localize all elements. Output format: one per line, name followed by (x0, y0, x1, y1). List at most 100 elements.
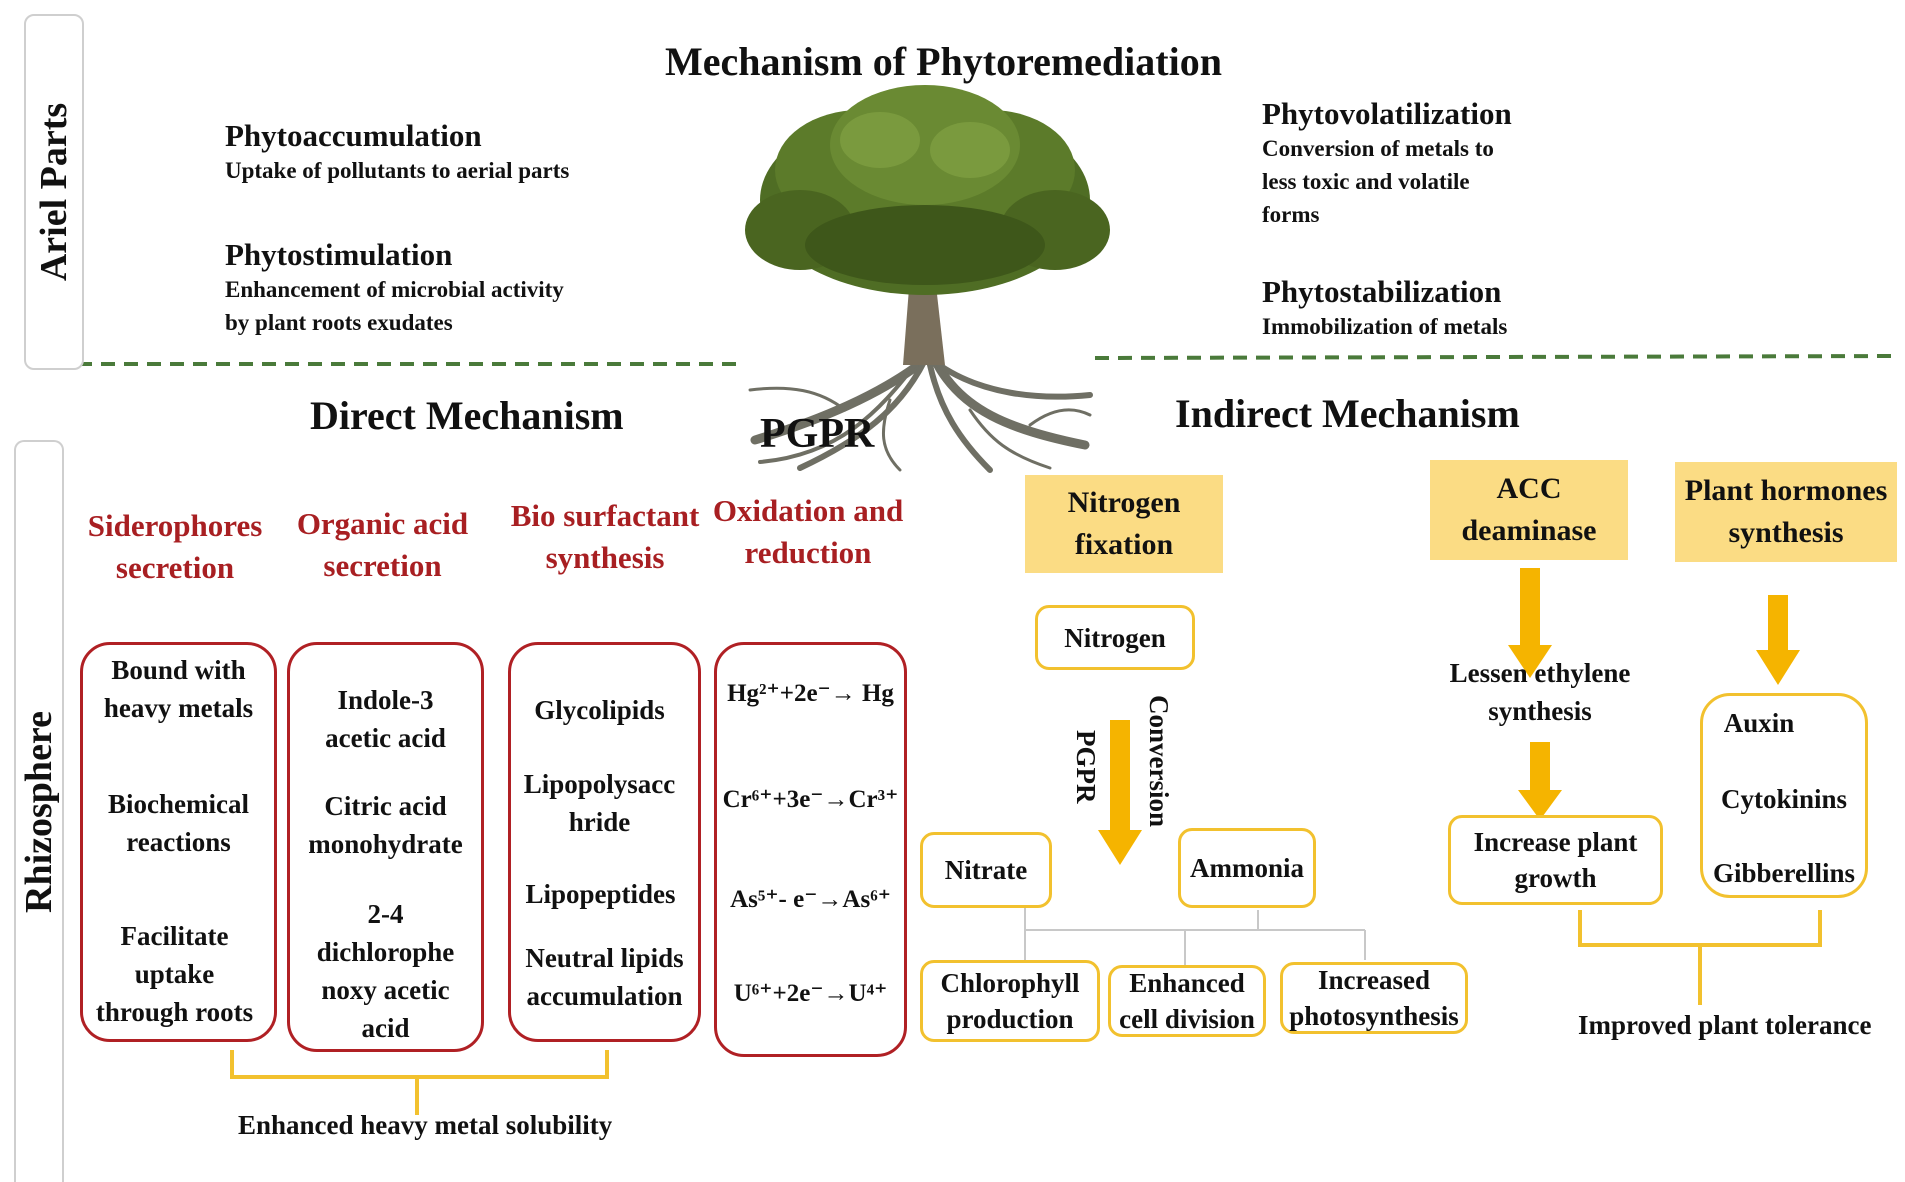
indirect-footer: Improved plant tolerance (1578, 1010, 1872, 1040)
redox-box: Hg²⁺+2e⁻→ Hg Cr⁶⁺+3e⁻→Cr³⁺ As⁵⁺- e⁻→As⁶⁺… (714, 642, 907, 1057)
redox-heading-line-1: Oxidation and (712, 493, 904, 528)
nitrate-box: Nitrate (920, 832, 1052, 908)
siderophores-item-7: through roots (95, 997, 254, 1027)
siderophores-item-4: reactions (126, 827, 231, 857)
phytostabilization-block: Phytostabilization Immobilization of met… (1262, 274, 1507, 343)
phytoaccumulation-desc: Uptake of pollutants to aerial parts (225, 158, 570, 183)
phytostabilization-title: Phytostabilization (1262, 274, 1502, 309)
direct-footer: Enhanced heavy metal solubility (238, 1110, 613, 1140)
phytostimulation-desc-2: by plant roots exudates (225, 310, 453, 335)
side-label-rhizosphere: Rhizosphere (18, 711, 60, 913)
phytovolatilization-desc-3: forms (1262, 202, 1320, 227)
lessen-ethylene-line-2: synthesis (1488, 696, 1592, 726)
organic-acid-item-5: 2-4 (367, 899, 404, 929)
biosurfactant-heading-line-2: synthesis (545, 540, 665, 575)
connector-lines (1024, 908, 1366, 965)
divider-dashed-right (1094, 354, 1901, 360)
organic-acid-item-8: acid (361, 1013, 410, 1043)
organic-acid-item-7: noxy acetic (321, 975, 450, 1005)
redox-heading: Oxidation and reduction (708, 490, 908, 574)
siderophores-heading: Siderophores secretion (75, 505, 275, 589)
organic-acid-item-2: acetic acid (325, 723, 446, 753)
phytoaccumulation-title: Phytoaccumulation (225, 118, 482, 153)
hormones-header-line-2: synthesis (1728, 516, 1844, 549)
acc-header-line-2: deaminase (1461, 514, 1597, 547)
siderophores-item-3: Biochemical (108, 789, 249, 819)
phytovolatilization-block: Phytovolatilization Conversion of metals… (1262, 96, 1512, 231)
siderophores-heading-line-1: Siderophores (87, 508, 263, 543)
organic-acid-heading-line-1: Organic acid (296, 506, 469, 541)
phytovolatilization-title: Phytovolatilization (1262, 96, 1512, 131)
redox-heading-line-2: reduction (744, 535, 872, 570)
phytostimulation-desc-1: Enhancement of microbial activity (225, 277, 564, 302)
acc-header-line-1: ACC (1496, 472, 1562, 505)
photosynthesis-line-2: photosynthesis (1289, 1001, 1459, 1031)
chlorophyll-box: Chlorophyll production (920, 960, 1100, 1042)
chlorophyll-line-1: Chlorophyll (940, 968, 1080, 998)
lessen-ethylene-line-1: Lessen ethylene (1449, 658, 1631, 688)
plant-hormones-header: Plant hormones synthesis (1675, 462, 1897, 562)
biosurfactant-item-1: Glycolipids (534, 695, 665, 725)
organic-acid-item-3: Citric acid (324, 791, 447, 821)
chlorophyll-line-2: production (946, 1004, 1074, 1034)
redox-reaction-as: As⁵⁺- e⁻→As⁶⁺ (730, 886, 891, 913)
nitrogen-fixation-header-line-2: fixation (1074, 528, 1174, 561)
phytovolatilization-desc-2: less toxic and volatile (1262, 169, 1470, 194)
hormone-gibberellins: Gibberellins (1712, 858, 1856, 888)
nitrogen-box: Nitrogen (1035, 605, 1195, 670)
direct-bracket (230, 1050, 609, 1079)
increase-growth-box: Increase plant growth (1448, 815, 1663, 905)
direct-mechanism-heading: Direct Mechanism (310, 393, 624, 438)
biosurfactant-item-2: Lipopolysacc (523, 769, 676, 799)
cell-division-box: Enhanced cell division (1108, 965, 1266, 1037)
organic-acid-heading: Organic acid secretion (285, 503, 480, 587)
nitrogen-fixation-header: Nitrogen fixation (1025, 475, 1223, 573)
organic-acid-item-1: Indole-3 (337, 685, 434, 715)
photosynthesis-line-1: Increased (1318, 965, 1430, 995)
indirect-mechanism-heading: Indirect Mechanism (1175, 391, 1520, 436)
biosurfactant-item-3: hride (568, 807, 631, 837)
biosurfactant-item-6: accumulation (526, 981, 683, 1011)
hormones-box: Auxin Cytokinins Gibberellins (1700, 693, 1868, 898)
organic-acid-box: Indole-3 acetic acid Citric acid monohyd… (287, 642, 484, 1052)
organic-acid-item-6: dichlorophe (316, 937, 455, 967)
phytoaccumulation-block: Phytoaccumulation Uptake of pollutants t… (225, 118, 569, 187)
side-tab-aerial: Ariel Parts (24, 14, 84, 370)
lessen-ethylene-text: Lessen ethylene synthesis (1430, 654, 1650, 730)
organic-acid-heading-line-2: secretion (323, 548, 442, 583)
biosurfactant-heading-line-1: Bio surfactant (510, 498, 700, 533)
tree-illustration (745, 85, 1110, 473)
biosurfactant-heading: Bio surfactant synthesis (505, 495, 705, 579)
organic-acid-item-4: monohydrate (308, 829, 463, 859)
increase-growth-line-1: Increase plant (1473, 827, 1638, 857)
phytostabilization-desc: Immobilization of metals (1262, 314, 1508, 339)
nitrogen-fixation-header-line-1: Nitrogen (1067, 486, 1181, 519)
cell-division-line-2: cell division (1119, 1004, 1255, 1034)
hormone-auxin: Auxin (1723, 708, 1795, 738)
redox-reaction-u: U⁶⁺+2e⁻→U⁴⁺ (733, 980, 888, 1007)
siderophores-item-6: uptake (134, 959, 215, 989)
hormones-header-line-1: Plant hormones (1684, 474, 1888, 507)
conversion-arrow-label: Conversion (1144, 695, 1174, 828)
ammonia-box: Ammonia (1178, 828, 1316, 908)
siderophores-item-2: heavy metals (103, 693, 254, 723)
page-title: Mechanism of Phytoremediation (665, 39, 1222, 84)
cell-division-line-1: Enhanced (1129, 968, 1245, 998)
phytostimulation-block: Phytostimulation Enhancement of microbia… (225, 237, 564, 339)
siderophores-heading-line-2: secretion (115, 550, 235, 585)
phytostimulation-title: Phytostimulation (225, 237, 453, 272)
photosynthesis-box: Increased photosynthesis (1280, 962, 1468, 1034)
pgpr-arrow-label: PGPR (1071, 730, 1101, 804)
side-label-aerial: Ariel Parts (33, 102, 75, 282)
redox-reaction-hg: Hg²⁺+2e⁻→ Hg (727, 680, 894, 707)
biosurfactant-box: Glycolipids Lipopolysacc hride Lipopepti… (508, 642, 701, 1042)
siderophores-item-5: Facilitate (120, 921, 229, 951)
biosurfactant-item-5: Neutral lipids (525, 943, 684, 973)
indirect-bracket (1578, 910, 1822, 947)
acc-deaminase-header: ACC deaminase (1430, 460, 1628, 560)
siderophores-item-1: Bound with (111, 655, 246, 685)
siderophores-box: Bound with heavy metals Biochemical reac… (80, 642, 277, 1042)
redox-reaction-cr: Cr⁶⁺+3e⁻→Cr³⁺ (722, 786, 899, 813)
biosurfactant-item-4: Lipopeptides (525, 879, 676, 909)
